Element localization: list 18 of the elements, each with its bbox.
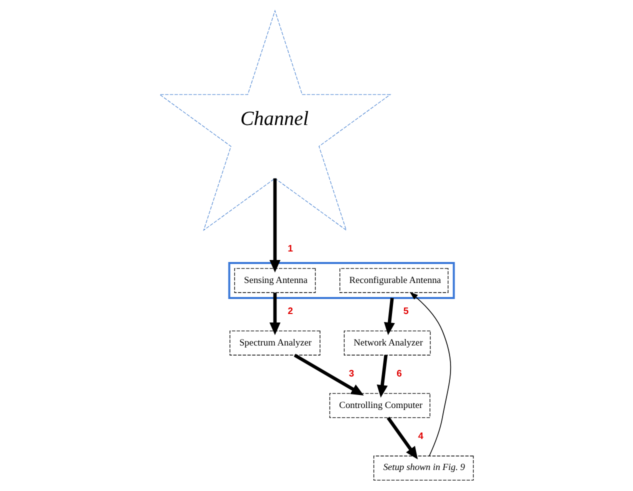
node-box: Reconfigurable Antenna bbox=[340, 268, 448, 293]
edge-label: 5 bbox=[403, 304, 409, 316]
node-box: Spectrum Analyzer bbox=[230, 330, 320, 356]
edge-label: 3 bbox=[348, 367, 354, 378]
arrow bbox=[386, 416, 418, 460]
edge-label: 6 bbox=[396, 367, 402, 378]
edge-label: 2 bbox=[288, 304, 293, 316]
edge-label: 1 bbox=[288, 242, 293, 254]
node-box: Sensing Antenna bbox=[234, 268, 316, 293]
arrow bbox=[376, 355, 388, 398]
node-box: Controlling Computer bbox=[329, 393, 430, 418]
arrow bbox=[269, 292, 280, 336]
edge-label: 4 bbox=[418, 430, 424, 441]
node-box: Network Analyzer bbox=[344, 330, 431, 356]
arrow bbox=[410, 292, 452, 456]
arrow bbox=[384, 298, 395, 336]
arrow bbox=[294, 354, 364, 396]
node-box: Setup shown in Fig. 9 bbox=[373, 456, 474, 481]
